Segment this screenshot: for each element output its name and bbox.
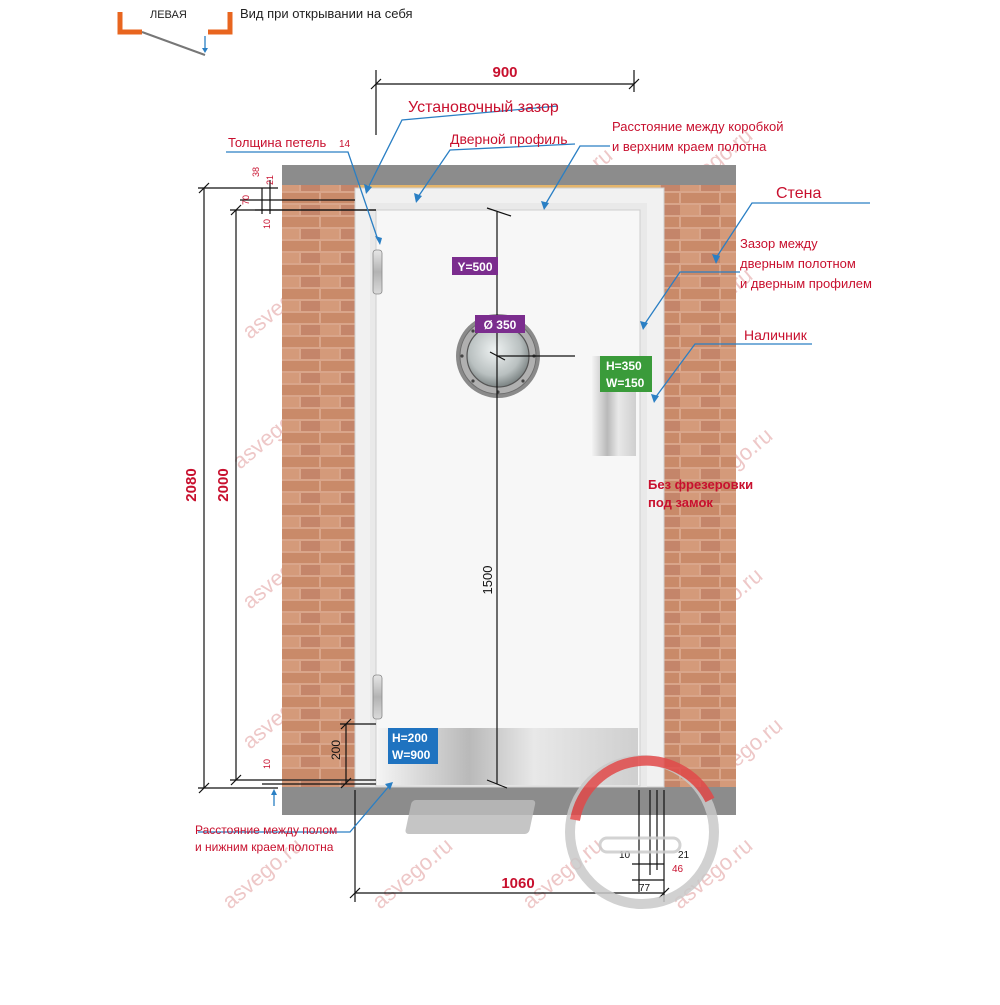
brick-wall-left bbox=[282, 185, 358, 787]
leader-lines bbox=[198, 105, 870, 833]
svg-text:Y=500: Y=500 bbox=[457, 260, 492, 274]
top-gap-label-1: Расстояние между коробкой bbox=[612, 119, 784, 134]
side-label: ЛЕВАЯ bbox=[150, 9, 187, 21]
dim-1060: 1060 bbox=[501, 875, 534, 892]
badge-kick-plate bbox=[388, 728, 438, 764]
trim-label: Наличник bbox=[744, 327, 808, 343]
svg-text:H=200: H=200 bbox=[392, 731, 428, 745]
leaf-gap-label-2: дверным полотном bbox=[740, 256, 856, 271]
install-gap-label: Установочный зазор bbox=[408, 99, 559, 116]
badge-y bbox=[452, 257, 498, 275]
watermark: asvego.ru bbox=[517, 833, 607, 914]
floor-gap-label-1: Расстояние между полом bbox=[195, 823, 337, 837]
no-lock-label-2: под замок bbox=[648, 495, 713, 510]
door-leaf bbox=[375, 209, 641, 787]
dim-21-top: 21 bbox=[265, 175, 275, 185]
svg-text:Ø 350: Ø 350 bbox=[484, 318, 517, 332]
watermark: asvego.ru bbox=[367, 833, 457, 914]
badge-diameter bbox=[475, 315, 525, 333]
dim-200: 200 bbox=[329, 740, 343, 760]
svg-text:W=150: W=150 bbox=[606, 376, 645, 390]
top-gap-label-2: и верхним краем полотна bbox=[612, 139, 767, 154]
floor-gap-label-2: и нижним краем полотна bbox=[195, 840, 334, 854]
dim-1500: 1500 bbox=[480, 566, 495, 595]
dim-70: 70 bbox=[241, 195, 251, 205]
svg-text:W=900: W=900 bbox=[392, 748, 431, 762]
hinge-bottom bbox=[372, 674, 383, 720]
dim-38: 38 bbox=[251, 167, 261, 177]
dim-77: 77 bbox=[639, 883, 651, 894]
dim-10-right: 10 bbox=[619, 850, 631, 861]
door-profile-label: Дверной профиль bbox=[450, 131, 568, 147]
brick-wall-right bbox=[660, 185, 736, 787]
dim-900: 900 bbox=[492, 64, 517, 81]
asv-logo bbox=[405, 755, 719, 909]
dim-2000: 2000 bbox=[215, 468, 232, 501]
view-label: Вид при открывании на себя bbox=[240, 6, 413, 21]
dim-10-bottom: 10 bbox=[262, 759, 272, 769]
hinge-thickness-label: Толщина петель bbox=[228, 135, 326, 150]
dim-10-top: 10 bbox=[262, 219, 272, 229]
orientation-symbol bbox=[117, 12, 233, 56]
no-lock-label-1: Без фрезеровки bbox=[648, 477, 753, 492]
leaf-gap-label-1: Зазор между bbox=[740, 236, 818, 251]
dim-2080: 2080 bbox=[183, 468, 200, 501]
dim-46: 46 bbox=[672, 864, 684, 875]
hinge-thickness-value: 14 bbox=[339, 139, 351, 150]
dim-21-right: 21 bbox=[678, 850, 690, 861]
hinge-top bbox=[372, 249, 383, 295]
svg-text:H=350: H=350 bbox=[606, 359, 642, 373]
leaf-gap-label-3: и дверным профилем bbox=[740, 276, 872, 291]
wall-top bbox=[282, 165, 736, 185]
wall-label: Стена bbox=[776, 185, 821, 202]
badge-push-plate bbox=[600, 356, 652, 392]
